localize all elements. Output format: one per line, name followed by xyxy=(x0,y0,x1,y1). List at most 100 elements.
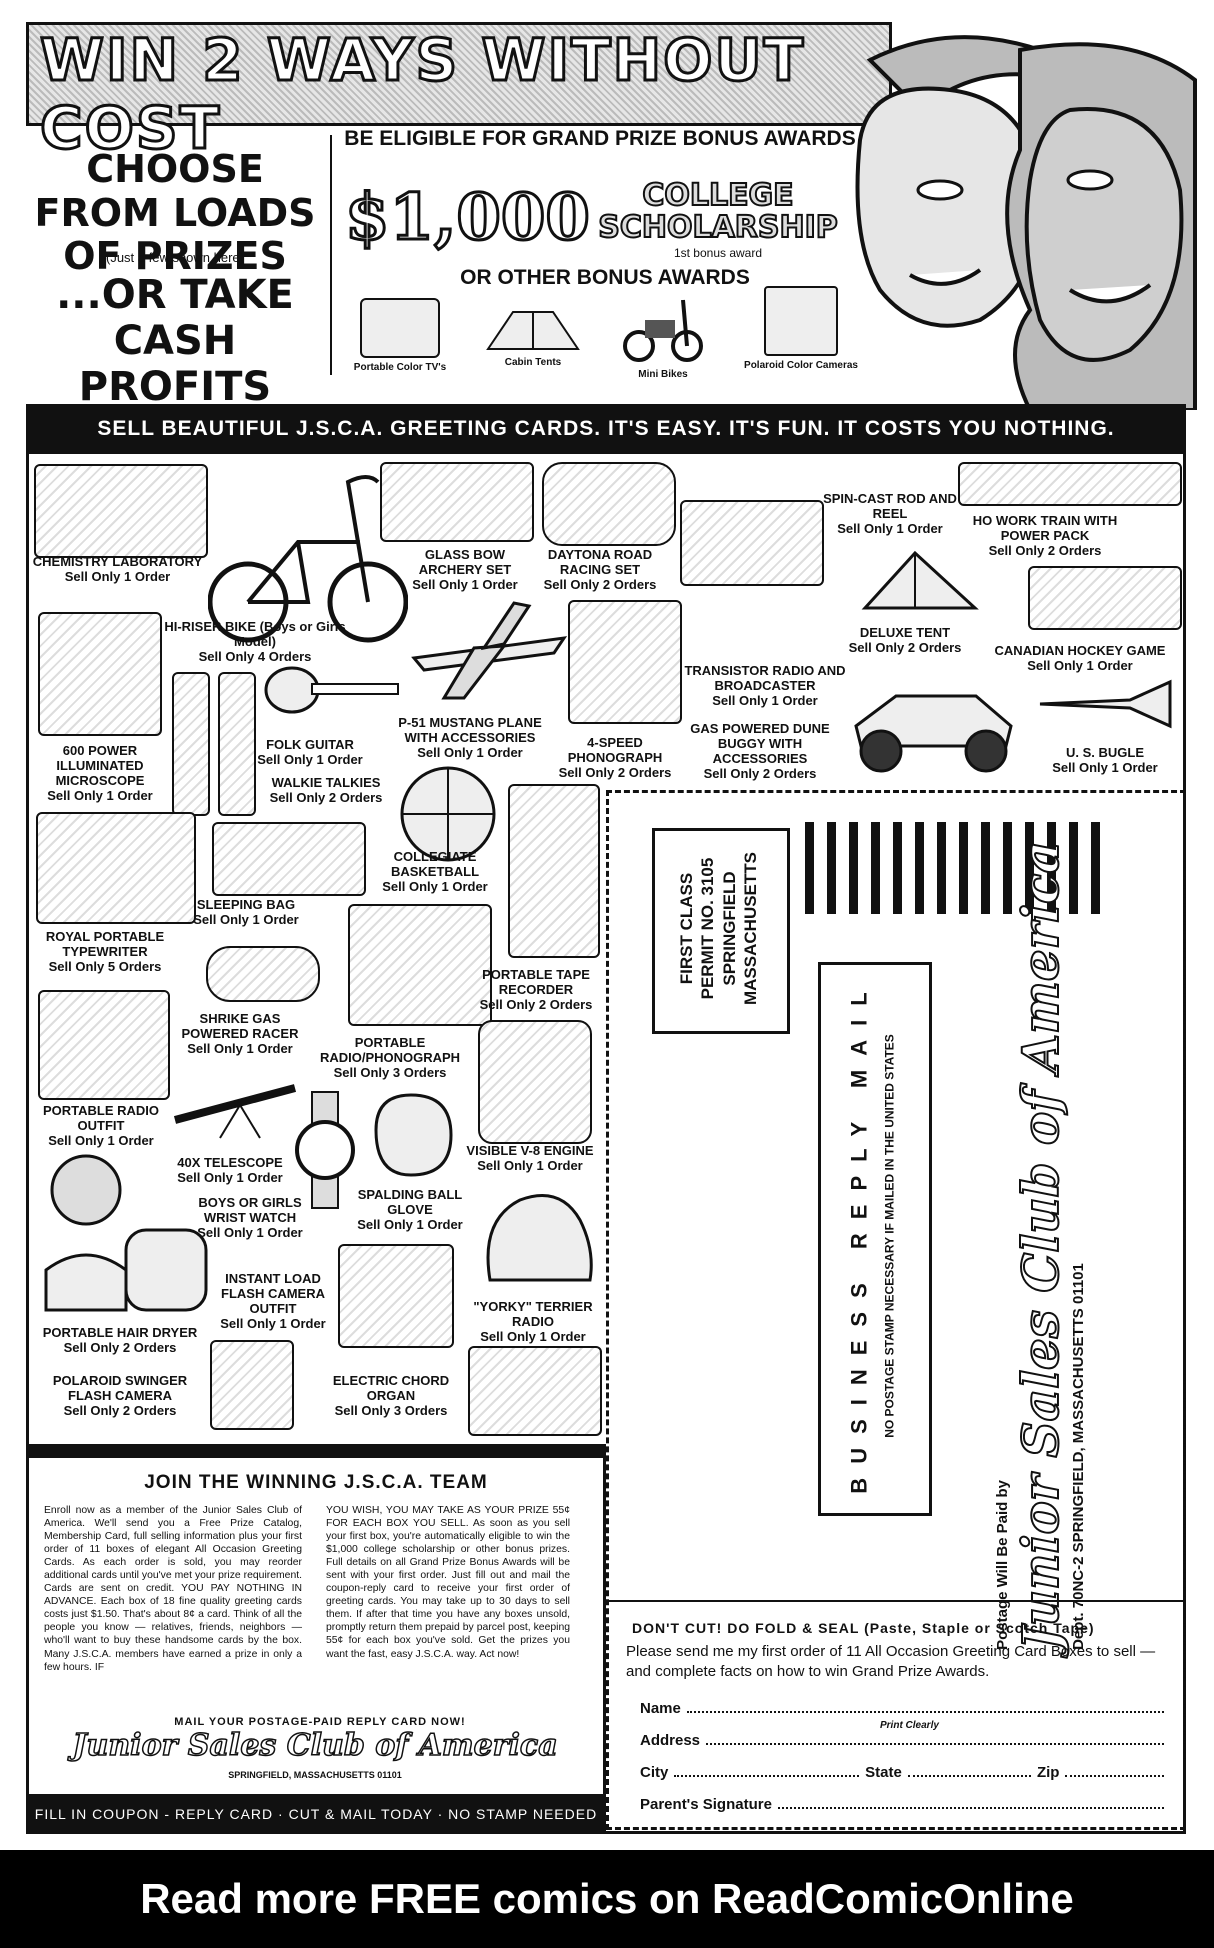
print-clearly-note: Print Clearly xyxy=(880,1720,939,1731)
company-address: SPRINGFIELD, MASSACHUSETTS 01101 xyxy=(228,1770,402,1780)
bonus-label: Polaroid Color Cameras xyxy=(744,360,858,371)
bonus-minibike: Mini Bikes xyxy=(618,290,708,380)
zip-label: Zip xyxy=(1036,1764,1060,1781)
phonograph-image xyxy=(568,600,682,724)
cash-profits-heading: ...OR TAKE CASH PROFITS xyxy=(56,272,294,410)
company-logo-small: Junior Sales Club of America xyxy=(72,1727,559,1764)
address-label: Address xyxy=(640,1732,701,1749)
radio-outfit-image xyxy=(38,990,170,1100)
site-footer-link[interactable]: Read more FREE comics on ReadComicOnline xyxy=(0,1850,1214,1948)
dune-buggy-image xyxy=(854,694,1013,773)
card-divider xyxy=(606,1600,1186,1602)
guitar-image xyxy=(264,666,399,714)
choose-prizes-heading: CHOOSE FROM LOADS OF PRIZES xyxy=(34,147,316,279)
walkie-talkie-right-image xyxy=(218,672,256,816)
tape-recorder-image xyxy=(508,784,600,958)
state-label: State xyxy=(865,1764,902,1781)
name-field[interactable]: Name xyxy=(640,1700,1170,1717)
join-box xyxy=(26,1444,606,1834)
postal-bars xyxy=(805,822,1125,914)
radio-phonograph-image xyxy=(348,904,492,1026)
city-label: City xyxy=(640,1764,669,1781)
bonus-label: Portable Color TV's xyxy=(353,362,447,373)
permit-line: PERMIT NO. 3105 xyxy=(697,857,717,999)
transistor-radio-image xyxy=(680,500,824,586)
business-reply-label: BUSINESS REPLY MAIL xyxy=(847,978,873,1494)
reply-card[interactable] xyxy=(606,790,1186,1830)
parent-signature-label: Parent's Signature xyxy=(640,1796,772,1813)
header-banner xyxy=(26,22,892,126)
permit-line: FIRST CLASS xyxy=(676,872,696,984)
eligible-heading: BE ELIGIBLE FOR GRAND PRIZE BONUS AWARDS xyxy=(344,127,856,150)
scholarship-amount: $1,000 xyxy=(344,179,592,257)
header-divider xyxy=(330,135,332,375)
prize-hi-riser-bike: HI-RISER BIKE (Boys or Girls Model)Sell … xyxy=(164,619,346,664)
join-column-left: Enroll now as a member of the Junior Sal… xyxy=(44,1505,302,1673)
bonus-tv: Portable Color TV's xyxy=(350,298,450,373)
order-request: Please send me my first order of 11 All … xyxy=(626,1643,1156,1680)
faces-illustration xyxy=(855,35,1197,410)
permit-text: FIRST CLASS PERMIT NO. 3105 SPRINGFIELD … xyxy=(652,828,784,1028)
racing-set-image xyxy=(542,462,676,546)
polaroid-swinger-image xyxy=(210,1340,294,1430)
parent-signature-field[interactable]: Parent's Signature xyxy=(640,1796,1170,1813)
bugle-image xyxy=(1039,679,1172,729)
city-state-zip-field[interactable]: City State Zip xyxy=(640,1764,1170,1781)
company-logo: Junior Sales Club of America xyxy=(1010,840,1071,1651)
mail-card-callout: MAIL YOUR POSTAGE-PAID REPLY CARD NOW! xyxy=(174,1716,466,1728)
bike-image xyxy=(208,475,408,643)
first-bonus-note: 1st bonus award xyxy=(673,246,763,260)
name-label: Name xyxy=(640,1700,681,1717)
telescope-image xyxy=(173,1084,297,1139)
sell-banner: SELL BEAUTIFUL J.S.C.A. GREETING CARDS. … xyxy=(26,404,1186,454)
ball-glove-image xyxy=(374,1093,453,1177)
no-postage-label: NO POSTAGE STAMP NECESSARY IF MAILED IN … xyxy=(883,1034,898,1438)
terrier-radio-image xyxy=(486,1194,593,1282)
headline: WIN 2 WAYS WITHOUT COST xyxy=(39,25,806,164)
archery-set-image xyxy=(380,462,534,542)
tent-image xyxy=(861,550,979,610)
address-field[interactable]: Address xyxy=(640,1732,1170,1749)
postage-paid-label: Postage Will Be Paid by xyxy=(993,1479,1011,1650)
minibike-icon xyxy=(623,299,703,362)
gas-racer-image xyxy=(206,946,320,1002)
v8-engine-image xyxy=(478,1020,592,1144)
typewriter-image xyxy=(36,812,196,924)
other-bonus-heading: OR OTHER BONUS AWARDS xyxy=(460,266,750,289)
tent-icon xyxy=(486,311,580,350)
permit-line: MASSACHUSETTS xyxy=(740,851,760,1005)
reply-address: Postage Will Be Paid by Junior Sales Clu… xyxy=(930,840,1150,1651)
bonus-camera: Polaroid Color Cameras xyxy=(736,286,866,371)
join-title: JOIN THE WINNING J.S.C.A. TEAM xyxy=(144,1472,488,1493)
wrist-watch-image xyxy=(295,1091,355,1209)
permit-box xyxy=(652,828,790,1034)
bonus-label: Cabin Tents xyxy=(504,357,562,368)
business-reply-text: BUSINESS REPLY MAIL NO POSTAGE STAMP NEC… xyxy=(818,962,926,1510)
bonus-label: Mini Bikes xyxy=(638,369,688,380)
